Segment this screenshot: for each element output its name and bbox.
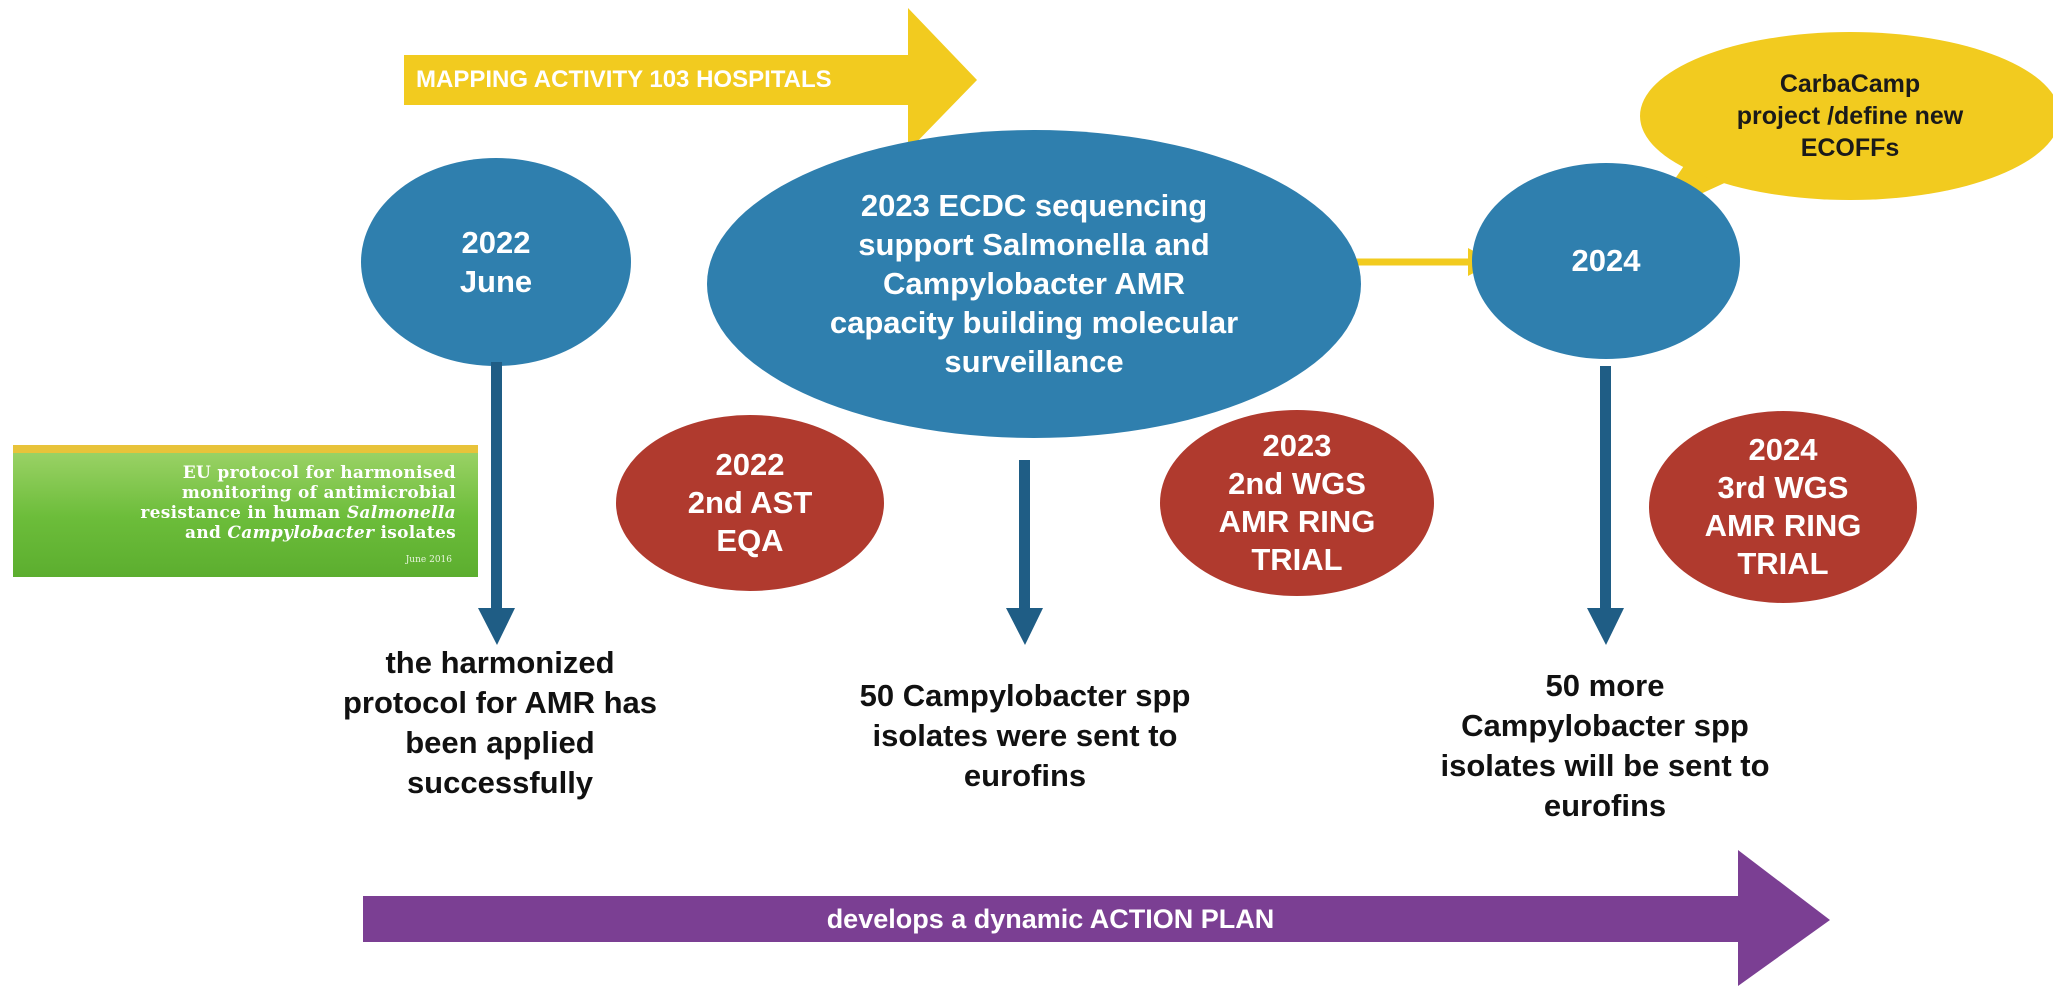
cover-title-line-3b: Salmonella — [346, 503, 456, 523]
cover-title-line-3a: resistance in human — [140, 503, 347, 523]
mapping-activity-label: MAPPING ACTIVITY 103 HOSPITALS — [416, 66, 832, 93]
mapping-activity-arrow — [404, 8, 977, 151]
node-2024-3rd-wgs-label: 2024 3rd WGS AMR RING TRIAL — [1704, 432, 1862, 581]
eu-protocol-cover-thumbnail: EU protocol for harmonised monitoring of… — [13, 445, 478, 577]
node-2022-2nd-ast-eqa-label: 2022 2nd AST EQA — [687, 447, 813, 558]
node-2022-2nd-ast-eqa — [616, 415, 884, 591]
down-arrow-middle — [1006, 460, 1043, 645]
node-2024-3rd-wgs — [1649, 411, 1917, 603]
action-plan-arrow — [363, 850, 1830, 986]
cover-top-strip — [13, 445, 478, 453]
node-2024 — [1472, 163, 1740, 359]
caption-protocol-applied: the harmonized protocol for AMR has been… — [342, 645, 657, 800]
node-2023-ecdc — [707, 130, 1361, 438]
node-2023-ecdc-label: 2023 ECDC sequencing support Salmonella … — [829, 187, 1239, 379]
node-2024-label: 2024 — [1571, 242, 1641, 278]
cover-title: EU protocol for harmonised monitoring of… — [25, 463, 456, 543]
cover-title-line-4c: isolates — [374, 523, 456, 543]
down-arrow-left — [478, 362, 515, 645]
cover-title-line-4b: Campylobacter — [227, 523, 375, 543]
carbacamp-callout-bubble — [1640, 32, 2053, 200]
caption-isolates-sent: 50 Campylobacter spp isolates were sent … — [859, 678, 1191, 793]
node-2023-2nd-wgs — [1160, 410, 1434, 596]
node-2023-2nd-wgs-label: 2023 2nd WGS AMR RING TRIAL — [1218, 428, 1376, 577]
cover-title-line-1: EU protocol for harmonised — [182, 463, 456, 483]
caption-more-isolates: 50 more Campylobacter spp isolates will … — [1440, 668, 1770, 823]
down-arrow-right — [1587, 366, 1624, 645]
node-2022-june — [361, 158, 631, 366]
cover-date: June 2016 — [405, 555, 452, 565]
carbacamp-callout-text: CarbaCamp project /define new ECOFFs — [1736, 70, 1964, 162]
action-plan-label: develops a dynamic ACTION PLAN — [826, 904, 1275, 934]
cover-title-line-2: monitoring of antimicrobial — [181, 483, 456, 503]
cover-title-line-4a: and — [185, 523, 228, 543]
node-2022-june-label: 2022 June — [459, 225, 533, 299]
